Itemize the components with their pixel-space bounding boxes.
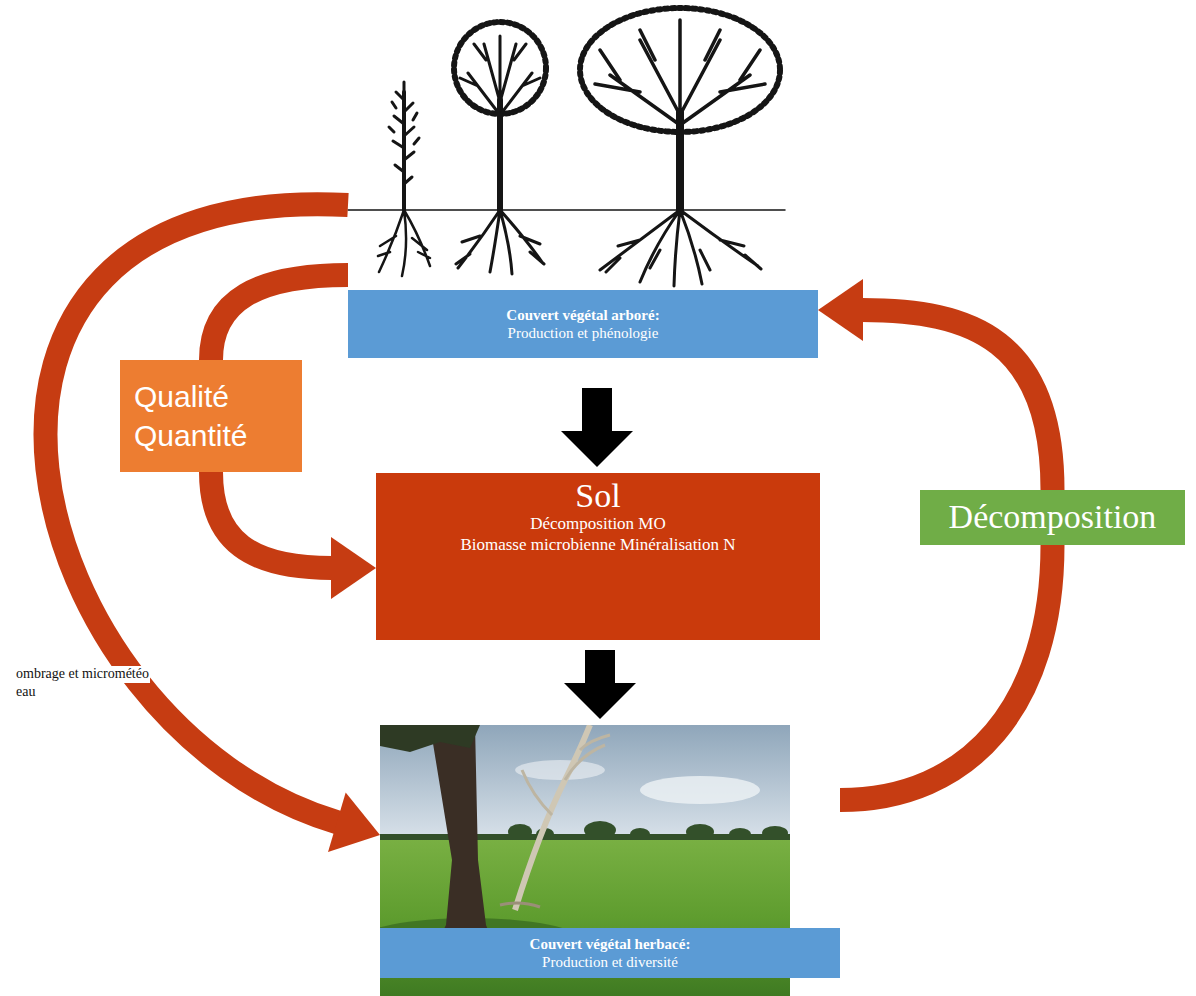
curved-arrow bbox=[211, 472, 376, 599]
tree-drawing bbox=[348, 8, 785, 286]
photo-cloud bbox=[515, 760, 605, 780]
curved-arrow bbox=[840, 545, 1053, 800]
note-label: ombrage et micrométéo bbox=[15, 666, 150, 683]
young-tree-crown bbox=[454, 22, 546, 114]
node-heading: Décomposition bbox=[932, 497, 1173, 538]
tree-cover-box: Couvert végétal arboré:Production et phé… bbox=[348, 5, 818, 358]
photo-distant-trees bbox=[380, 821, 790, 840]
young-tree-branches bbox=[460, 36, 540, 115]
photo-fallen-branch bbox=[500, 903, 540, 907]
arrow-shaft bbox=[582, 388, 612, 431]
ground-line bbox=[348, 209, 785, 211]
arrow-head bbox=[328, 792, 380, 851]
savanna-photo bbox=[380, 725, 790, 996]
node-heading: Couvert végétal herbacé: bbox=[530, 935, 691, 953]
arrow-shaft bbox=[45, 204, 348, 822]
sapling-branches bbox=[389, 82, 419, 184]
sapling-roots bbox=[378, 210, 430, 276]
curved-arrow bbox=[45, 204, 380, 852]
arrow-head bbox=[561, 431, 633, 467]
decomposition-box: Décomposition bbox=[920, 490, 1185, 545]
node-text: Biomasse microbienne Minéralisation N bbox=[386, 535, 810, 555]
young-tree-roots bbox=[456, 210, 544, 274]
photo-trunk bbox=[430, 725, 494, 945]
mature-tree-crown bbox=[580, 8, 780, 132]
node-heading: Sol bbox=[386, 477, 810, 514]
node-heading: Qualité Quantité bbox=[134, 377, 288, 455]
arrow-shaft bbox=[585, 650, 615, 683]
arrow-shaft bbox=[862, 310, 1053, 490]
caption-band: Couvert végétal arboré:Production et phé… bbox=[348, 290, 818, 358]
photo-cloud bbox=[640, 776, 760, 804]
photo-foliage bbox=[380, 725, 480, 752]
curved-arrow bbox=[818, 279, 1053, 490]
photo-slim-branches bbox=[522, 735, 610, 815]
quality-box: Qualité Quantité bbox=[120, 360, 302, 472]
arrow-shaft bbox=[211, 275, 348, 360]
curved-arrow bbox=[211, 275, 348, 360]
photo-field bbox=[380, 838, 790, 996]
arrow-head bbox=[331, 537, 376, 599]
mature-tree-branches bbox=[595, 20, 765, 125]
caption-band: Couvert végétal herbacé:Production et di… bbox=[380, 928, 840, 978]
block-arrow bbox=[564, 650, 636, 719]
arrow-shaft bbox=[211, 472, 332, 568]
node-text: Décomposition MO bbox=[386, 514, 810, 534]
herb-cover-box: Couvert végétal herbacé:Production et di… bbox=[380, 725, 840, 978]
node-text: Production et phénologie bbox=[508, 324, 659, 342]
note-label: eau bbox=[15, 684, 36, 701]
arrow-head bbox=[818, 279, 863, 341]
photo-slim-tree bbox=[515, 725, 590, 910]
node-text: Production et diversité bbox=[542, 953, 678, 971]
arrow-head bbox=[564, 683, 636, 719]
arrow-shaft bbox=[840, 545, 1053, 800]
node-heading: Couvert végétal arboré: bbox=[506, 306, 659, 324]
soil-box: SolDécomposition MOBiomasse microbienne … bbox=[376, 473, 820, 640]
mature-tree-roots bbox=[600, 210, 761, 286]
block-arrow bbox=[561, 388, 633, 467]
